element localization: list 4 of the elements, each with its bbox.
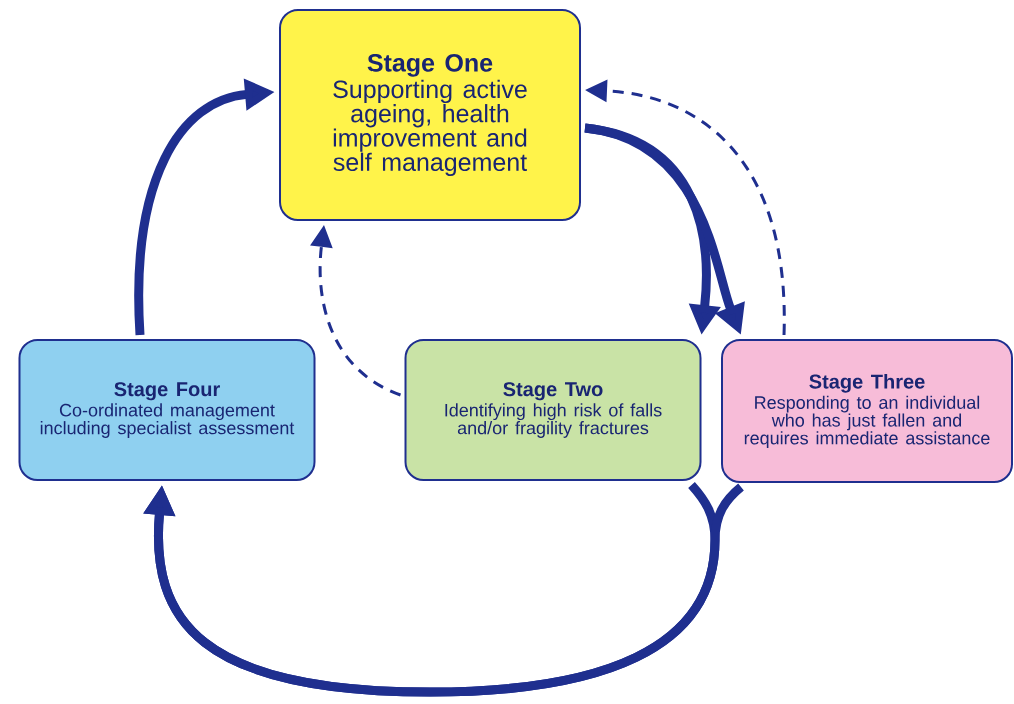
stage-box: Stage One Supporting active ageing, health improvement and self management	[279, 9, 581, 221]
stage-box: Stage Four Co-ordinated management including specialist assessment	[18, 339, 316, 481]
stage-box: Stage Three Responding to an individual who has just fallen and requires immediate assistance	[721, 339, 1013, 483]
stage-box: Stage Two Identifying high risk of falls and/or fragility fractures	[404, 339, 702, 481]
